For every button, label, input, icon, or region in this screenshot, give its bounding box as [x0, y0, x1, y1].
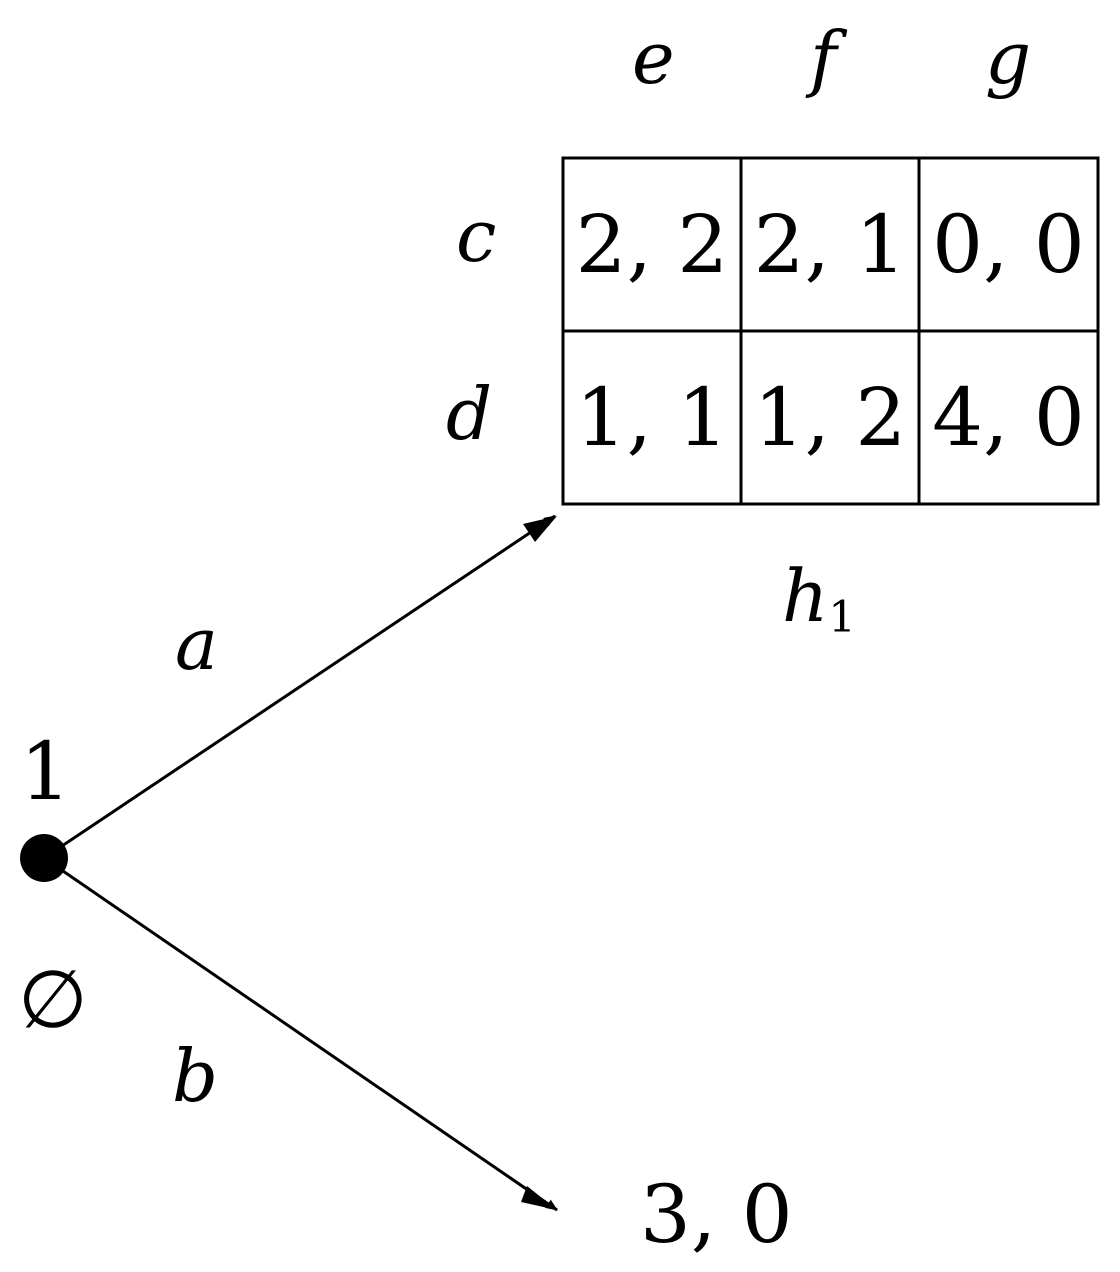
edge-a-arrowhead — [523, 516, 557, 542]
action-a-label: a — [175, 602, 218, 686]
root-node — [20, 834, 68, 882]
matrix-cell-d-g: 4, 0 — [932, 371, 1085, 464]
col-label-f: f — [810, 16, 837, 100]
edge-a-arrow — [43, 514, 556, 860]
info-set-letter: h — [782, 554, 829, 638]
info-set-index: 1 — [828, 592, 856, 643]
row-label-d: d — [446, 372, 493, 456]
col-label-e: e — [632, 16, 675, 100]
col-label-g: g — [985, 16, 1032, 100]
root-player-label: 1 — [20, 725, 71, 818]
matrix-cell-c-f: 2, 1 — [753, 198, 907, 291]
action-b-label: b — [172, 1034, 219, 1118]
edge-b-arrowhead — [521, 1186, 557, 1210]
edge-b-arrow — [43, 856, 558, 1212]
matrix-cell-c-g: 0, 0 — [932, 198, 1085, 291]
matrix-cell-d-e: 1, 1 — [575, 371, 729, 464]
root-history-label: ∅ — [18, 953, 88, 1046]
payoff-matrix-grid — [561, 156, 1100, 506]
terminal-b-payoff: 3, 0 — [640, 1168, 793, 1261]
info-set-label: h1 — [782, 560, 856, 640]
matrix-cell-c-e: 2, 2 — [575, 198, 729, 291]
row-label-c: c — [456, 194, 497, 278]
matrix-cell-d-f: 1, 2 — [753, 371, 907, 464]
